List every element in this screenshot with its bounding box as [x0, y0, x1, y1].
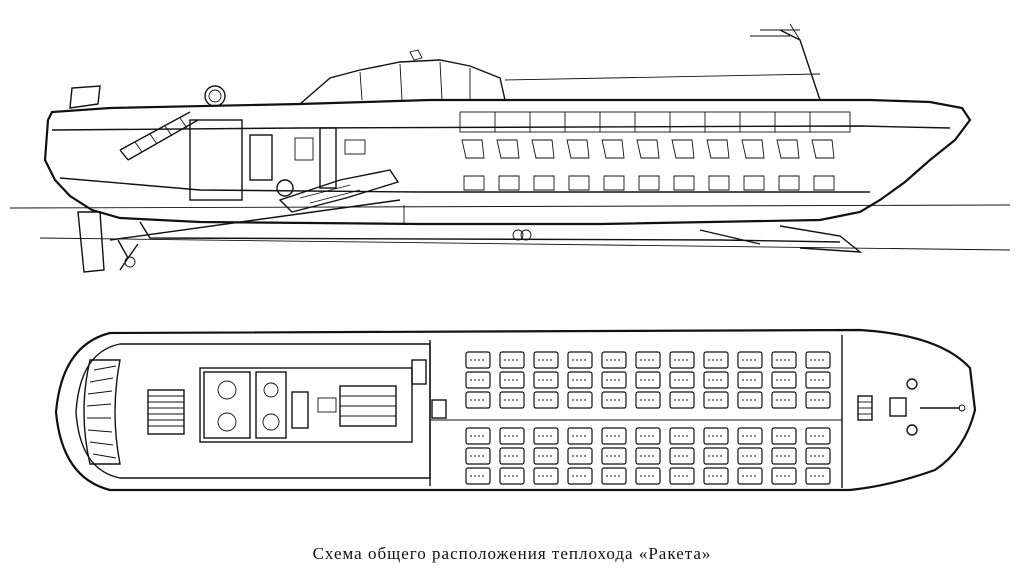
aft-deck-stern [83, 359, 121, 465]
engine [278, 169, 400, 213]
wheelhouse [299, 59, 506, 105]
side-seat [566, 139, 590, 191]
side-seat [776, 139, 800, 191]
engine-flywheel [276, 179, 294, 197]
rudder [77, 211, 105, 273]
side-seat [496, 139, 520, 191]
propeller-shaft [109, 199, 401, 241]
saloon-window-band [459, 111, 851, 133]
siren [409, 49, 423, 61]
deck-plan [54, 328, 977, 492]
aft-stairs [147, 389, 185, 435]
stern-hatching [86, 365, 117, 459]
main-deck-line [51, 125, 951, 131]
side-seat [636, 139, 660, 191]
exhaust-stack [319, 127, 337, 189]
fwd-hatch [411, 359, 427, 385]
antenna-wire [504, 73, 821, 81]
life-ring [204, 85, 226, 107]
bow-bollard-lower [906, 424, 918, 436]
plan-hull-outline [54, 328, 977, 492]
hull-outline [43, 98, 972, 226]
seat-block-upper [465, 351, 831, 409]
side-seat-row [461, 139, 835, 191]
anchor-winch [889, 397, 907, 417]
engine-room-door [189, 119, 243, 201]
side-seat [706, 139, 730, 191]
bow-bollard-upper [906, 378, 918, 390]
plan-inner-edge [75, 343, 431, 479]
engine-compartment [199, 367, 413, 443]
auxiliary-unit [291, 391, 309, 429]
side-seat [461, 139, 485, 191]
side-seat [741, 139, 765, 191]
aft-foil-strut [139, 221, 841, 243]
side-seat [531, 139, 555, 191]
figure-caption: Схема общего расположения теплохода «Рак… [312, 544, 712, 563]
saloon-window-dividers [494, 112, 811, 132]
tank [249, 134, 273, 181]
side-seat [601, 139, 625, 191]
crew-room [255, 371, 287, 439]
foil-mark [512, 229, 524, 241]
side-seat [671, 139, 695, 191]
waterline [9, 204, 1011, 209]
seat-block-lower [465, 427, 831, 485]
flag [69, 85, 101, 109]
propeller [117, 239, 139, 271]
mast [779, 29, 821, 101]
bow-foil [699, 225, 863, 253]
lower-deck-line [59, 177, 870, 193]
toilet-block [203, 371, 251, 439]
baseline [39, 237, 1011, 251]
side-elevation [9, 23, 1011, 273]
aft-ladder [119, 111, 199, 161]
side-seat [811, 139, 835, 191]
